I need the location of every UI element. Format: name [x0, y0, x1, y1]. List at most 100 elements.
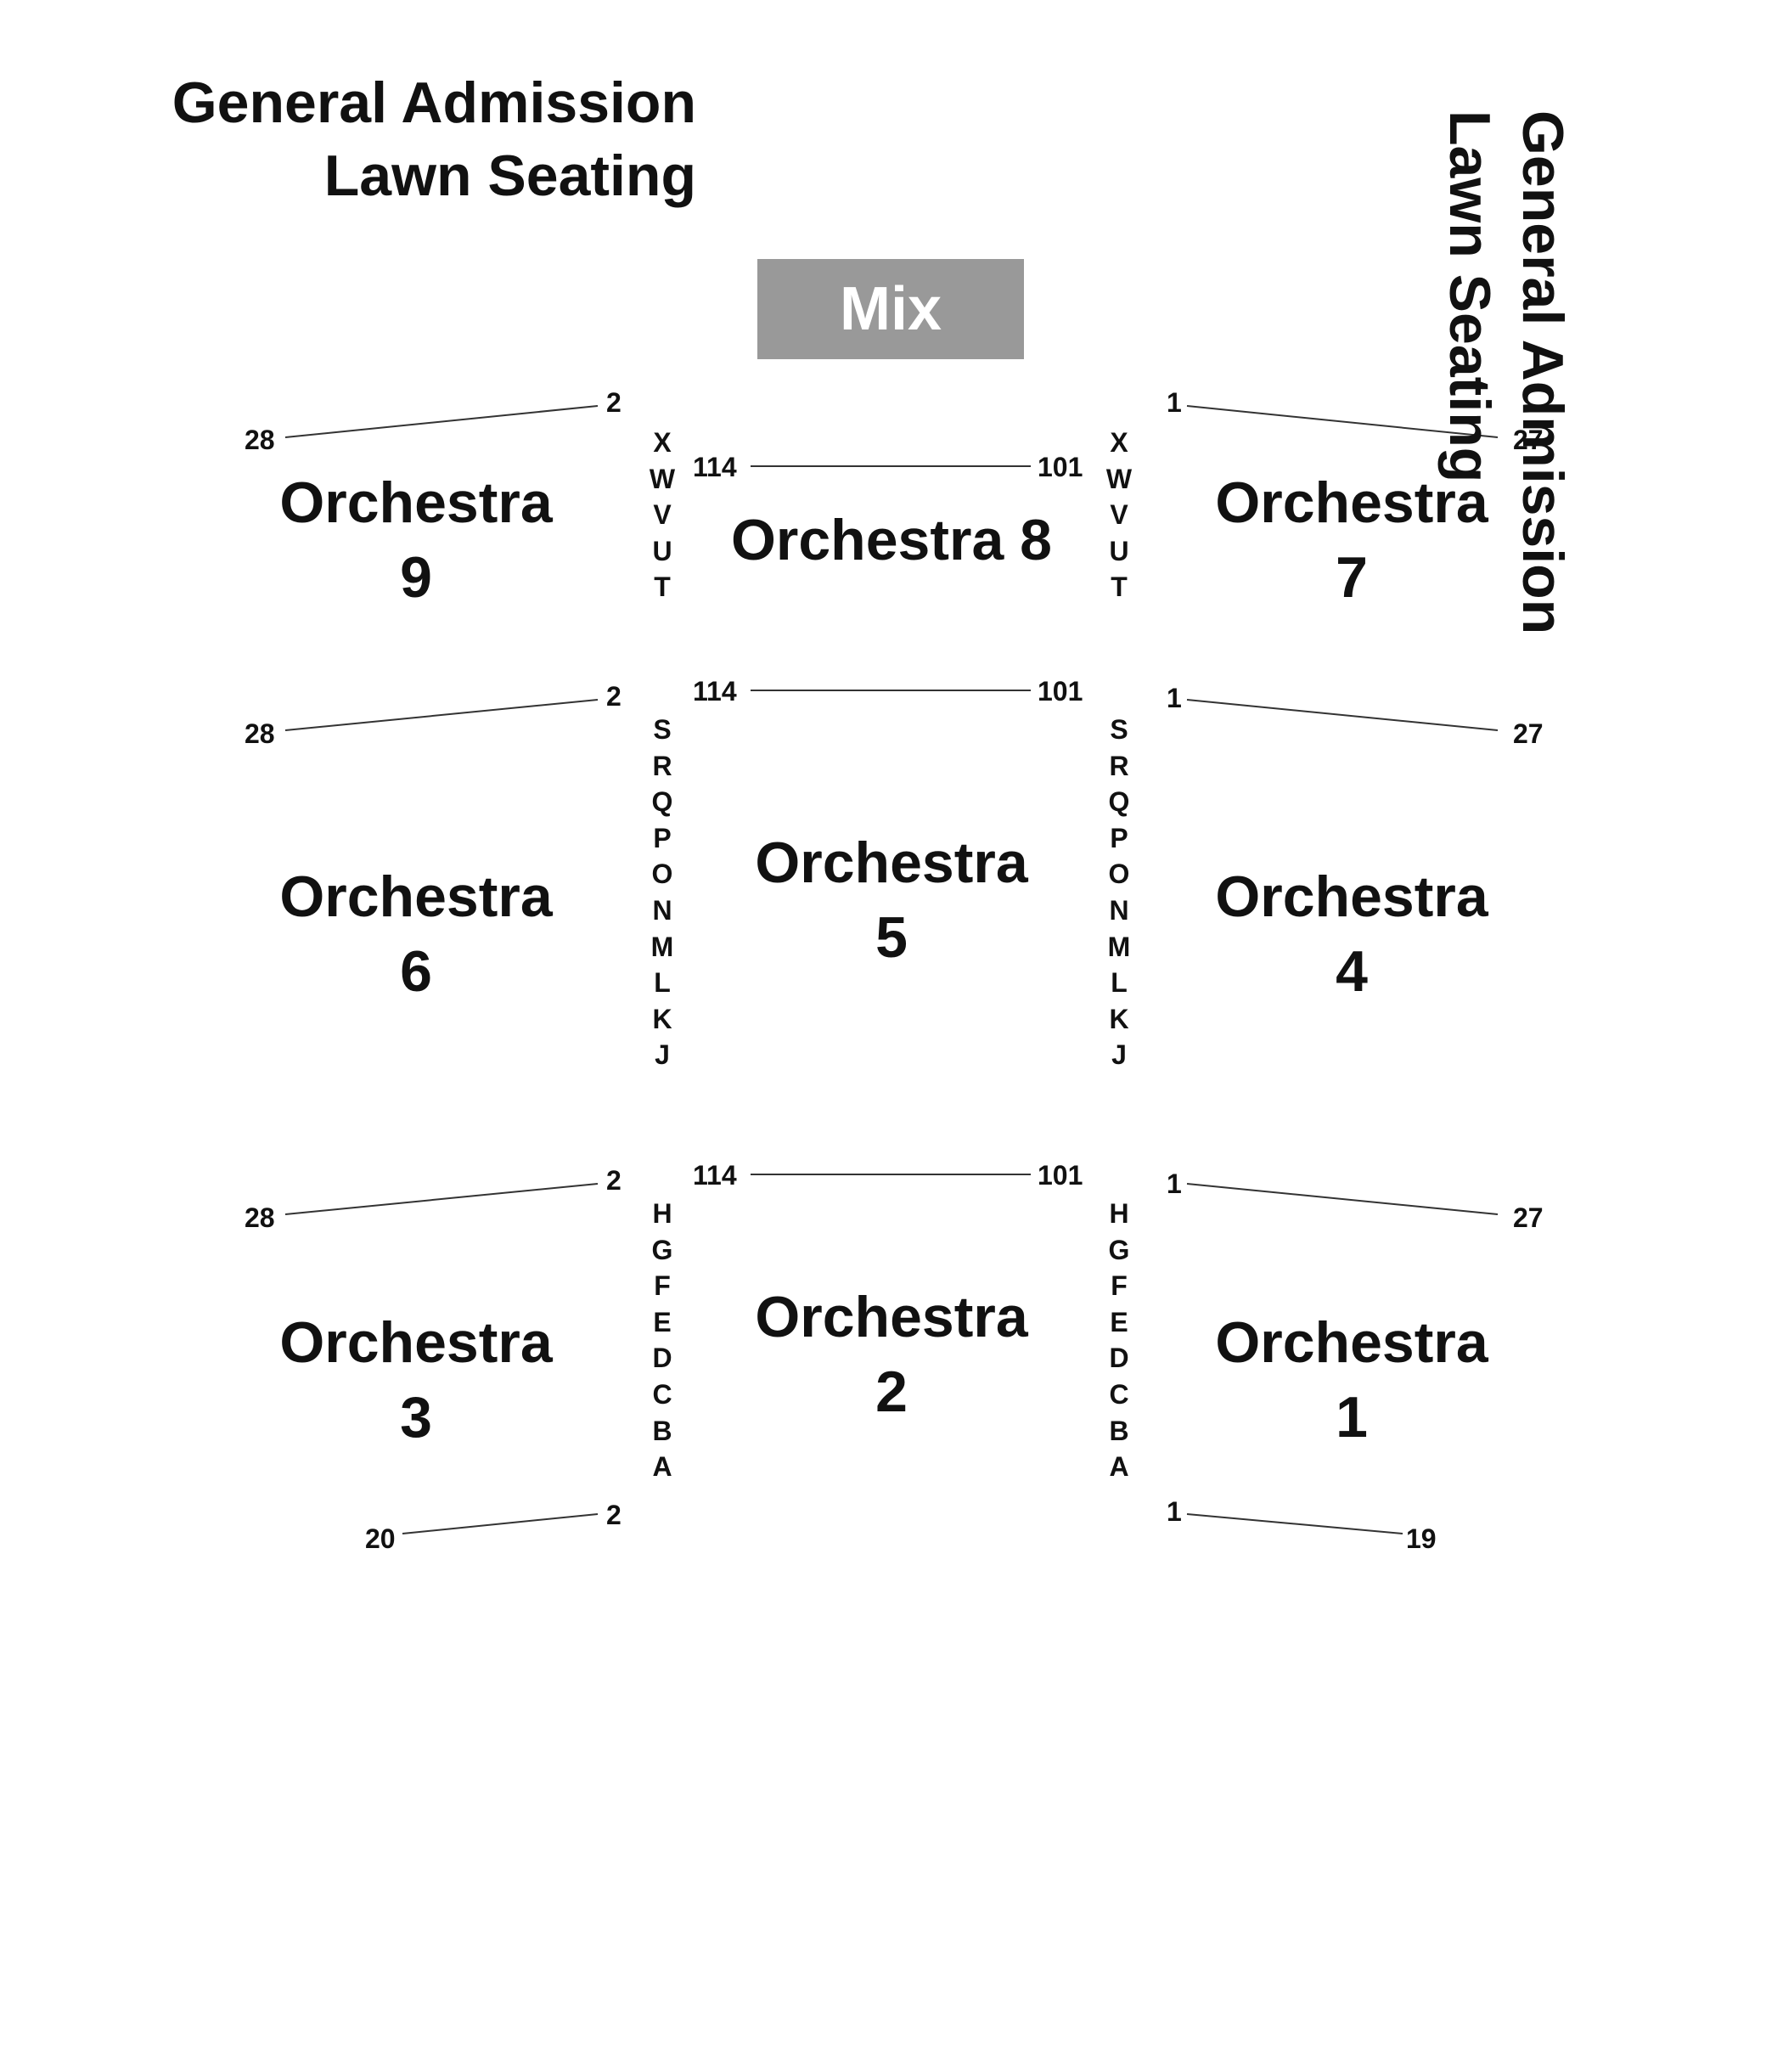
- range-line: [1186, 1183, 1499, 1215]
- row-letter: N: [652, 894, 672, 926]
- row-letter: S: [1110, 714, 1128, 745]
- row-letter: O: [1108, 859, 1130, 890]
- range-line: [1186, 405, 1499, 438]
- section-orchestra-8[interactable]: Orchestra 8: [705, 503, 1078, 577]
- section-orchestra-6[interactable]: Orchestra 6: [255, 859, 577, 1009]
- section-orchestra-7[interactable]: Orchestra 7: [1190, 465, 1513, 615]
- row-letter: P: [653, 822, 672, 853]
- row-letter: J: [655, 1039, 670, 1071]
- seat-number: 1: [1167, 387, 1182, 418]
- section-orchestra-5[interactable]: Orchestra 5: [730, 825, 1053, 975]
- seat-number: 27: [1513, 718, 1544, 749]
- section-name: Orchestra: [755, 1285, 1028, 1349]
- row-letter: G: [651, 1234, 673, 1265]
- range-line: [402, 1513, 599, 1534]
- seat-number: 101: [1038, 1160, 1083, 1191]
- row-letter: F: [654, 1270, 671, 1302]
- row-letter: U: [652, 535, 672, 566]
- row-letter: D: [1109, 1343, 1129, 1374]
- range-line: [284, 699, 599, 731]
- section-number: 2: [875, 1360, 908, 1424]
- seat-number: 27: [1513, 1202, 1544, 1233]
- row-letter: P: [1110, 822, 1128, 853]
- lawn-line-2: Lawn Seating: [323, 144, 696, 208]
- section-name: Orchestra: [755, 830, 1028, 895]
- range-line: [284, 405, 599, 438]
- row-letter: M: [1107, 931, 1131, 962]
- row-letter: V: [1110, 499, 1128, 531]
- row-letter: U: [1109, 535, 1129, 566]
- lawn-line-1: General Admission: [172, 70, 696, 135]
- seat-number: 2: [606, 1500, 622, 1530]
- row-letter: X: [653, 427, 672, 458]
- section-number: 4: [1336, 939, 1368, 1004]
- row-letter: D: [652, 1343, 672, 1374]
- section-name: Orchestra: [279, 470, 553, 535]
- row-letter: A: [652, 1451, 672, 1483]
- row-letter: M: [650, 931, 674, 962]
- seat-number: 27: [1513, 425, 1544, 455]
- row-letter: H: [1109, 1198, 1129, 1229]
- section-orchestra-1[interactable]: Orchestra 1: [1190, 1305, 1513, 1455]
- seat-number: 114: [693, 676, 737, 707]
- seat-number: 2: [606, 387, 622, 418]
- section-orchestra-9[interactable]: Orchestra 9: [255, 465, 577, 615]
- seat-number: 1: [1167, 1496, 1182, 1527]
- section-name: Orchestra: [1215, 1310, 1488, 1375]
- seat-number: 2: [606, 1165, 622, 1196]
- row-letter: R: [1109, 750, 1129, 781]
- section-name: Orchestra 8: [731, 508, 1052, 572]
- row-letter: J: [1111, 1039, 1127, 1071]
- seat-number: 114: [693, 452, 737, 482]
- range-line: [284, 1183, 599, 1215]
- row-letter: R: [652, 750, 672, 781]
- row-letter: C: [1109, 1378, 1129, 1410]
- row-letter: Q: [651, 786, 673, 818]
- seat-number: 1: [1167, 1168, 1182, 1199]
- seat-number: 114: [693, 1160, 737, 1191]
- mix-position[interactable]: Mix: [757, 259, 1024, 359]
- section-orchestra-3[interactable]: Orchestra 3: [255, 1305, 577, 1455]
- seat-number: 101: [1038, 676, 1083, 707]
- row-letter: G: [1108, 1234, 1130, 1265]
- row-letter: A: [1109, 1451, 1129, 1483]
- row-letter: T: [654, 571, 671, 603]
- range-line: [1186, 1513, 1403, 1534]
- row-letter: W: [649, 463, 676, 494]
- row-letter: L: [654, 967, 671, 999]
- section-name: Orchestra: [279, 1310, 553, 1375]
- row-letter: B: [652, 1415, 672, 1446]
- row-letter: N: [1109, 894, 1129, 926]
- seat-number: 1: [1167, 683, 1182, 713]
- seat-number: 101: [1038, 452, 1083, 482]
- section-name: Orchestra: [1215, 470, 1488, 535]
- section-number: 7: [1336, 545, 1368, 610]
- row-letter: T: [1111, 571, 1128, 603]
- seat-number: 28: [245, 1202, 275, 1233]
- section-number: 6: [400, 939, 432, 1004]
- section-orchestra-4[interactable]: Orchestra 4: [1190, 859, 1513, 1009]
- row-letter: E: [653, 1306, 672, 1337]
- range-line: [1186, 699, 1499, 731]
- row-letter: O: [651, 859, 673, 890]
- seat-number: 28: [245, 425, 275, 455]
- row-letter: K: [652, 1003, 672, 1034]
- section-name: Orchestra: [279, 864, 553, 929]
- row-letter: B: [1109, 1415, 1129, 1446]
- row-letter: X: [1110, 427, 1128, 458]
- section-number: 3: [400, 1385, 432, 1450]
- section-number: 1: [1336, 1385, 1368, 1450]
- row-letter: W: [1105, 463, 1133, 494]
- lawn-line-1: General Admission: [1510, 110, 1575, 635]
- row-letter: Q: [1108, 786, 1130, 818]
- row-letter: C: [652, 1378, 672, 1410]
- section-orchestra-2[interactable]: Orchestra 2: [730, 1280, 1053, 1429]
- section-number: 5: [875, 905, 908, 970]
- seat-number: 19: [1406, 1523, 1437, 1554]
- row-letter: H: [652, 1198, 672, 1229]
- seat-number: 2: [606, 681, 622, 712]
